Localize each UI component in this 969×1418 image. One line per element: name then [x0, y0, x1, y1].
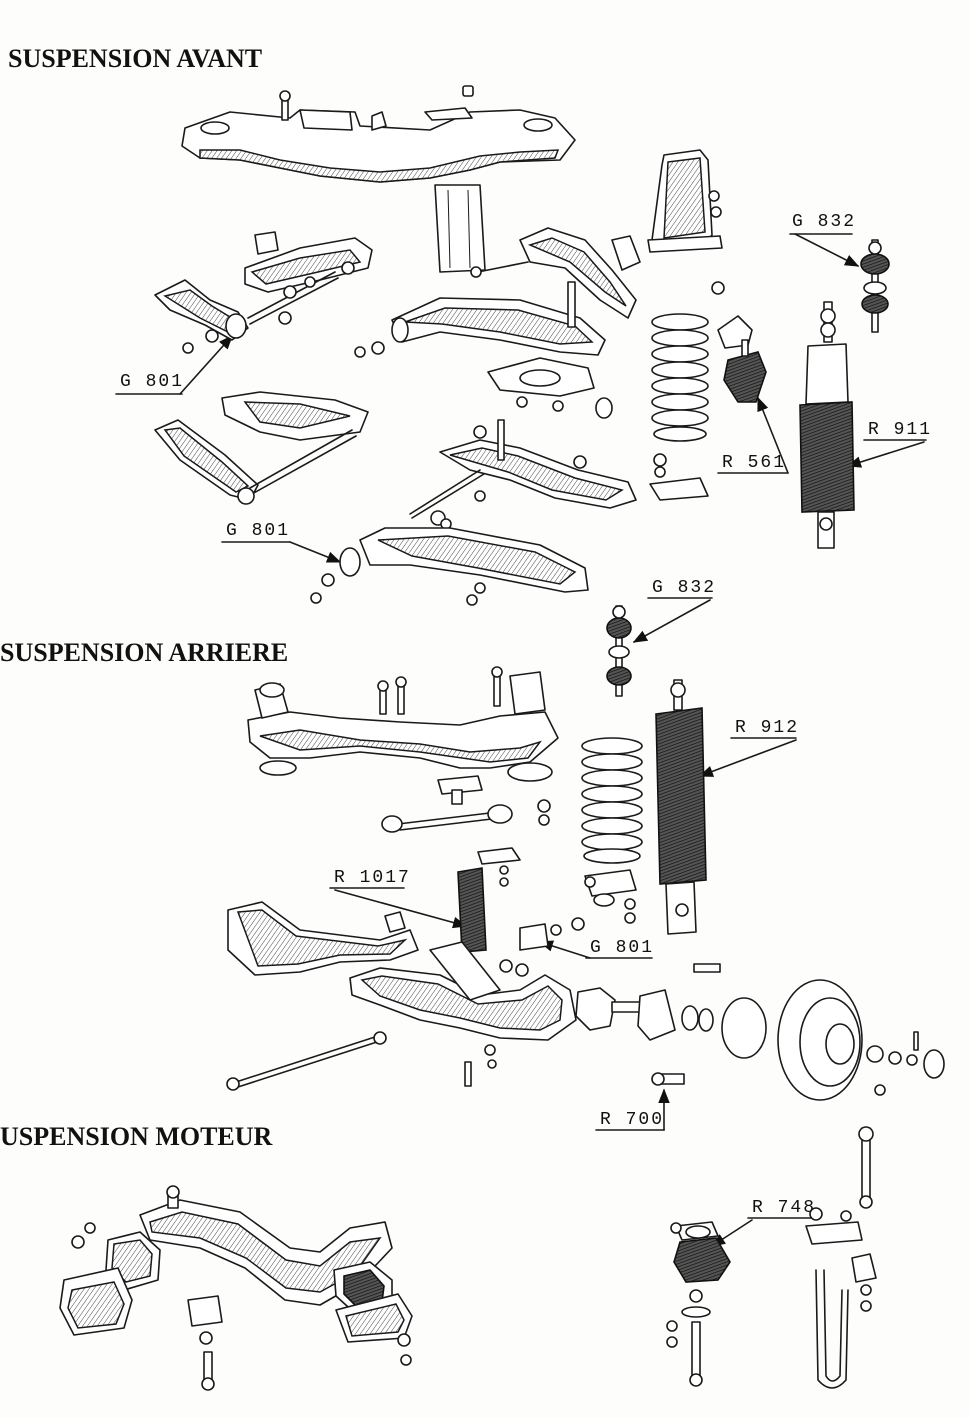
front-spring-tower — [647, 149, 725, 295]
label-g832-mid: G 832 — [652, 578, 717, 598]
engine-mount-left — [59, 1222, 161, 1336]
label-r700: R 700 — [600, 1110, 665, 1130]
rear-bolt-r700 — [651, 1072, 685, 1086]
front-lower-arm-left — [154, 261, 355, 354]
front-upper-arm-right — [470, 227, 641, 319]
engine-crossmember — [139, 1185, 393, 1306]
label-g801-c: G 801 — [590, 938, 655, 958]
engine-mount-center-hardware — [187, 1295, 223, 1391]
front-shock-absorber — [799, 301, 855, 549]
rear-antiroll-link — [606, 605, 632, 697]
section-title-engine: USPENSION MOTEUR — [0, 1122, 273, 1151]
rear-shock-absorber — [655, 679, 707, 935]
label-g832-top: G 832 — [792, 212, 857, 232]
rear-panhard-rod — [381, 799, 551, 887]
label-g801-b: G 801 — [226, 521, 291, 541]
label-r561: R 561 — [722, 453, 787, 473]
front-bump-stop — [717, 315, 767, 403]
label-r912: R 912 — [735, 718, 800, 738]
rear-torsion-bar-long — [226, 1031, 497, 1091]
label-r911: R 911 — [868, 420, 933, 440]
rear-trailing-arm-left — [227, 901, 419, 976]
section-title-rear: SUSPENSION ARRIERE — [0, 638, 289, 667]
rear-crossmember — [247, 666, 559, 805]
engine-mount-right — [333, 1261, 413, 1366]
front-coil-spring — [649, 313, 709, 501]
rear-torsion-bar-r1017 — [457, 867, 487, 953]
rear-hub-drum — [575, 963, 945, 1101]
label-r748: R 748 — [752, 1198, 817, 1218]
front-antiroll-link — [860, 239, 890, 333]
label-r1017: R 1017 — [334, 868, 411, 888]
rear-coil-spring — [581, 737, 643, 924]
rear-axle-arm — [349, 917, 585, 1041]
leader-lines — [115, 233, 927, 1247]
label-g801-a: G 801 — [120, 372, 185, 392]
front-lower-wishbone — [310, 527, 589, 606]
front-crossmember — [181, 85, 576, 273]
engine-mount-r748 — [666, 1126, 877, 1389]
front-tie-rod-arm-left — [154, 391, 369, 505]
front-lower-arm-right — [354, 281, 613, 419]
front-stub-axle-assembly — [409, 419, 637, 530]
section-title-front: SUSPENSION AVANT — [8, 44, 263, 73]
front-upper-arm-left — [244, 231, 373, 293]
